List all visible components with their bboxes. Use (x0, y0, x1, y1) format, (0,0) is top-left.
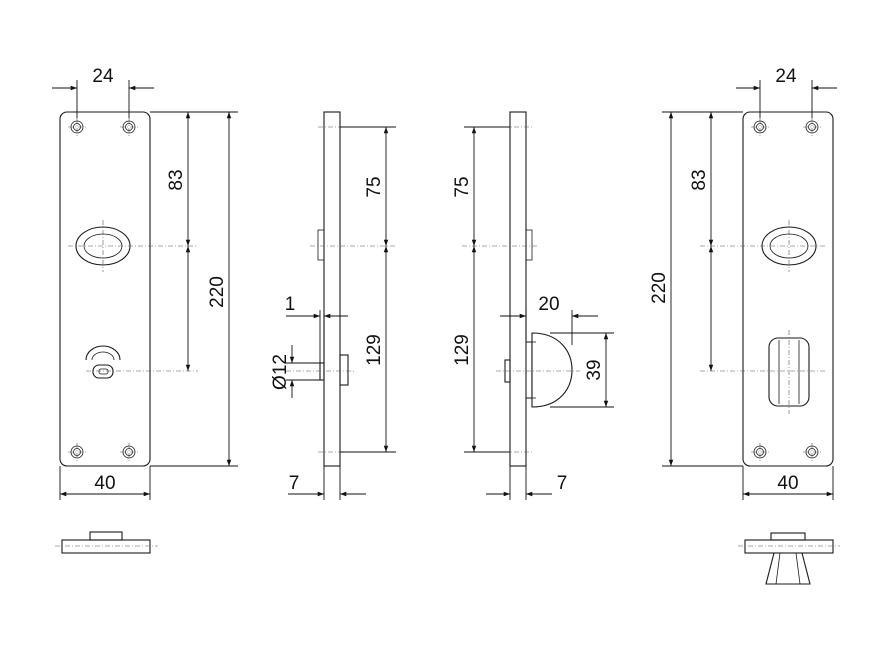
dim-width-right: 40 (742, 466, 834, 500)
dim-label-24-right: 24 (775, 66, 797, 87)
dim-upper-to-cylinder-right: 83 (689, 111, 743, 371)
dim-diameter-side-left: Ø12 (270, 345, 320, 398)
thumbturn-knob-side (496, 332, 580, 408)
dim-label-220-right: 220 (649, 272, 670, 304)
thumbturn-knob-front (700, 330, 826, 414)
front-view-left: 24 83 220 40 (52, 66, 238, 554)
escutcheon-plate-right (742, 111, 834, 467)
cylinder-opening-left (68, 220, 198, 272)
dim-cylinder-to-lower-side-right: 129 (452, 246, 510, 453)
dim-total-height-right: 220 (649, 111, 743, 467)
dim-projection-side-right: 20 (500, 294, 598, 345)
dim-label-83-right: 83 (689, 169, 710, 190)
dim-label-39-side-right: 39 (584, 359, 605, 380)
front-view-right: 24 83 220 40 (649, 66, 840, 585)
plate-side-left (323, 111, 341, 467)
dim-cylinder-to-lower-side-left: 129 (340, 246, 396, 453)
dim-label-40-right: 40 (777, 473, 798, 494)
dim-label-83-left: 83 (166, 169, 187, 190)
plate-side-right (509, 111, 527, 467)
screw-holes-left (68, 118, 138, 461)
dim-label-20-side-right: 20 (538, 294, 559, 315)
dim-label-24-left: 24 (92, 66, 114, 87)
dim-label-129-side-left: 129 (364, 334, 385, 366)
dim-label-129-side-right: 129 (452, 334, 473, 366)
side-view-right: 75 129 20 39 7 (452, 111, 614, 500)
dim-upper-to-cylinder-left: 83 (150, 111, 198, 371)
dim-label-75-side-right: 75 (452, 176, 473, 197)
escutcheon-plate-left (59, 111, 151, 467)
dim-hole-spacing-left: 24 (52, 66, 154, 118)
dim-offset-side-left: 1 (285, 294, 348, 363)
dim-thickness-side-left: 7 (288, 466, 366, 500)
dim-total-height-left: 220 (150, 111, 238, 467)
screw-holes-right (751, 118, 821, 461)
cylinder-opening-right (700, 220, 826, 272)
dim-upper-to-cylinder-side-right: 75 (452, 126, 510, 246)
dim-label-75-side-left: 75 (364, 176, 385, 197)
spindle-side-left (286, 354, 356, 386)
dim-hole-spacing-right: 24 (736, 66, 837, 118)
dim-label-1-side-left: 1 (285, 294, 296, 315)
dim-knob-height-side-right: 39 (550, 332, 614, 408)
bottom-view-right (738, 532, 840, 585)
dim-thickness-side-right: 7 (486, 466, 567, 500)
dim-width-left: 40 (59, 466, 151, 500)
dim-label-40-left: 40 (94, 473, 115, 494)
dim-label-7-side-left: 7 (289, 473, 300, 494)
bottom-view-left (55, 531, 158, 554)
wc-indicator-left (85, 345, 198, 379)
dim-upper-to-cylinder-side-left: 75 (340, 126, 396, 246)
side-view-left: 75 129 1 Ø12 7 (270, 111, 396, 500)
dim-label-7-side-right: 7 (557, 473, 568, 494)
dim-label-220-left: 220 (207, 276, 228, 308)
dim-label-diameter-side-left: Ø12 (270, 354, 291, 390)
